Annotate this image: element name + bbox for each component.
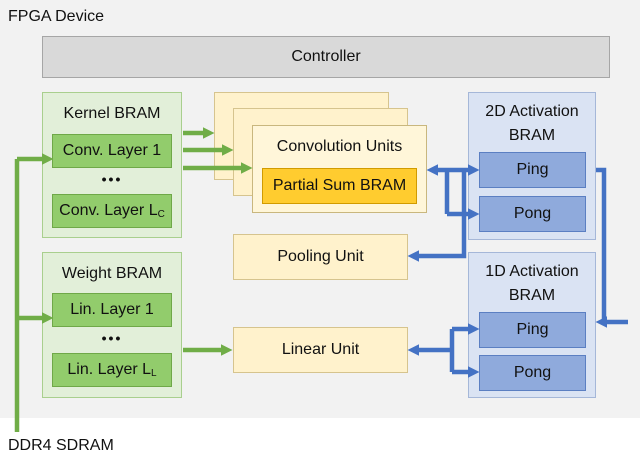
conv-layer-1-label: Conv. Layer 1 (62, 142, 162, 160)
activation-1d-title-line2: BRAM (508, 287, 556, 304)
weight-bram-title: Weight BRAM (61, 265, 163, 282)
controller-label: Controller (291, 48, 361, 66)
conv-layer-last-block: Conv. Layer LC (52, 194, 172, 228)
activation-1d-ping-block: Ping (479, 312, 586, 348)
linear-unit-block: Linear Unit (233, 327, 408, 373)
activation-2d-pong-label: Pong (513, 205, 552, 223)
activation-2d-ping-block: Ping (479, 152, 586, 188)
activation-2d-title-line2: BRAM (508, 127, 556, 144)
activation-1d-title-line1: 1D Activation (485, 263, 579, 280)
lin-layer-last-subscript: L (151, 368, 157, 379)
weight-bram-ellipsis: ••• (101, 330, 123, 346)
act2d-to-act1d-path (596, 167, 607, 325)
activation-2d-title-line1: 2D Activation (485, 103, 579, 120)
lin-layer-last-block: Lin. Layer LL (52, 353, 172, 387)
conv-layer-last-subscript: C (157, 209, 165, 220)
activation-2d-ping-label: Ping (516, 161, 549, 179)
activation-2d-pong-block: Pong (479, 196, 586, 232)
ddr4-sdram-label: DDR4 SDRAM (8, 437, 114, 454)
conv-to-pooling-path (407, 170, 467, 262)
lin-layer-1-block: Lin. Layer 1 (52, 293, 172, 327)
fpga-device-label: FPGA Device (8, 8, 105, 25)
pooling-unit-label: Pooling Unit (277, 248, 364, 266)
activation-1d-ping-label: Ping (516, 321, 549, 339)
kernel-bram-title: Kernel BRAM (63, 105, 161, 122)
partial-sum-bram-block: Partial Sum BRAM (262, 168, 417, 204)
activation-1d-pong-label: Pong (513, 364, 552, 382)
controller-block: Controller (42, 36, 610, 78)
conv-layer-last-label: Conv. Layer LC (59, 202, 165, 220)
kernel-bram-ellipsis: ••• (101, 171, 123, 187)
activation-1d-pong-block: Pong (479, 355, 586, 391)
pooling-unit-block: Pooling Unit (233, 234, 408, 280)
lin-layer-1-label: Lin. Layer 1 (70, 301, 154, 319)
lin-layer-last-label: Lin. Layer LL (67, 361, 157, 379)
partial-sum-bram-label: Partial Sum BRAM (272, 177, 407, 195)
convolution-units-label: Convolution Units (276, 138, 403, 155)
linear-unit-label: Linear Unit (281, 341, 360, 359)
conv-layer-1-block: Conv. Layer 1 (52, 134, 172, 168)
